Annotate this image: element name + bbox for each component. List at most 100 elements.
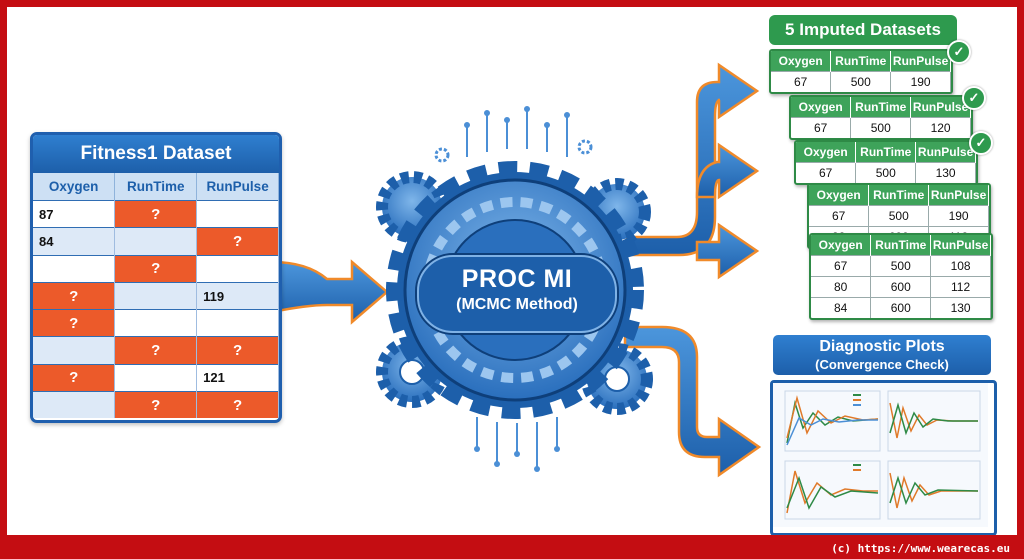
table-cell: 67 [796, 162, 857, 183]
proc-title: PROC MI [461, 265, 573, 293]
column-header: Oxygen [771, 51, 832, 72]
missing-cell: ? [196, 336, 279, 365]
table-cell: 500 [868, 205, 930, 227]
table-cell: 67 [811, 255, 872, 277]
check-icon: ✓ [962, 86, 986, 110]
column-header: Oxygen [811, 235, 872, 256]
table-row: ? [33, 254, 279, 283]
dataset-body: 87?84???119????121?? [33, 199, 279, 419]
missing-cell: ? [33, 309, 116, 337]
column-header: RunTime [868, 185, 930, 206]
table-cell [114, 227, 198, 256]
table-cell: 108 [930, 255, 991, 277]
table-cell: 119 [196, 281, 279, 310]
table-cell [114, 363, 198, 392]
table-cell: 130 [915, 162, 976, 183]
table-cell [114, 309, 198, 337]
missing-cell: ? [114, 391, 198, 419]
diagram-canvas: Fitness1 Dataset Oxygen RunTime RunPulse… [7, 7, 1017, 535]
table-cell: 130 [930, 297, 991, 318]
check-icon: ✓ [969, 131, 993, 155]
column-header: RunTime [114, 173, 198, 201]
column-header: RunTime [830, 51, 892, 72]
table-cell: 67 [809, 205, 870, 227]
table-cell: 500 [830, 71, 892, 92]
missing-cell: ? [114, 199, 198, 228]
proc-mi-label: PROC MI (MCMC Method) [417, 255, 617, 333]
column-header: RunPulse [890, 51, 951, 72]
fitness-dataset-panel: Fitness1 Dataset Oxygen RunTime RunPulse… [30, 132, 282, 423]
column-header: RunPulse [915, 142, 976, 163]
column-header: RunPulse [928, 185, 989, 206]
table-row: ?? [33, 391, 279, 419]
input-arrow [270, 259, 389, 325]
column-header: RunTime [870, 235, 932, 256]
column-header: RunPulse [910, 97, 971, 118]
column-header: Oxygen [809, 185, 870, 206]
table-cell [33, 336, 116, 365]
table-row: ? 121 [33, 363, 279, 392]
diagnostic-plots [770, 380, 997, 535]
column-header: Oxygen [791, 97, 852, 118]
table-cell: 500 [850, 117, 912, 138]
imputed-title: 5 Imputed Datasets [769, 15, 957, 45]
column-header: RunPulse [196, 173, 279, 201]
table-cell: 67 [771, 71, 832, 92]
output-arrow-diagnostic [623, 325, 762, 478]
missing-cell: ? [114, 254, 198, 283]
table-cell: 120 [910, 117, 971, 138]
copyright-footer: (c) https://www.wearecas.eu [831, 542, 1010, 555]
column-header: Oxygen [33, 173, 116, 201]
table-cell [196, 254, 279, 283]
table-row: ? 119 [33, 281, 279, 310]
circuit-traces [466, 111, 568, 467]
table-row: 87? [33, 199, 279, 228]
missing-cell: ? [33, 363, 116, 392]
table-cell: 67 [791, 117, 852, 138]
column-header: RunPulse [930, 235, 991, 256]
column-header: RunTime [855, 142, 917, 163]
table-row: ? [33, 309, 279, 337]
diagnostic-title-box: Diagnostic Plots (Convergence Check) [773, 335, 991, 375]
dataset-table: Oxygen RunTime RunPulse 87?84???119????1… [33, 173, 279, 419]
table-cell [196, 199, 279, 228]
output-arrows-imputed [625, 62, 760, 280]
diagnostic-title: Diagnostic Plots [819, 338, 945, 355]
column-header: RunTime [850, 97, 912, 118]
proc-subtitle: (MCMC Method) [456, 296, 578, 313]
table-cell: 84 [33, 227, 116, 256]
table-cell: 121 [196, 363, 279, 392]
missing-cell: ? [114, 336, 198, 365]
table-cell [33, 254, 116, 283]
table-cell: 112 [930, 276, 991, 298]
table-cell: 500 [870, 255, 932, 277]
table-cell: 600 [870, 297, 932, 318]
missing-cell: ? [33, 281, 116, 310]
table-cell: 80 [811, 276, 872, 298]
missing-cell: ? [196, 227, 279, 256]
table-row: ?? [33, 336, 279, 365]
table-row: 84? [33, 227, 279, 256]
dataset-title: Fitness1 Dataset [33, 135, 279, 173]
column-header: Oxygen [796, 142, 857, 163]
table-cell [33, 391, 116, 419]
table-cell [114, 281, 198, 310]
table-cell: 190 [890, 71, 951, 92]
table-cell: 190 [928, 205, 989, 227]
table-cell: 87 [33, 199, 116, 228]
table-cell: 500 [855, 162, 917, 183]
table-cell [196, 309, 279, 337]
check-icon: ✓ [947, 40, 971, 64]
convergence-plots [773, 383, 988, 527]
diagnostic-subtitle: (Convergence Check) [815, 357, 949, 372]
